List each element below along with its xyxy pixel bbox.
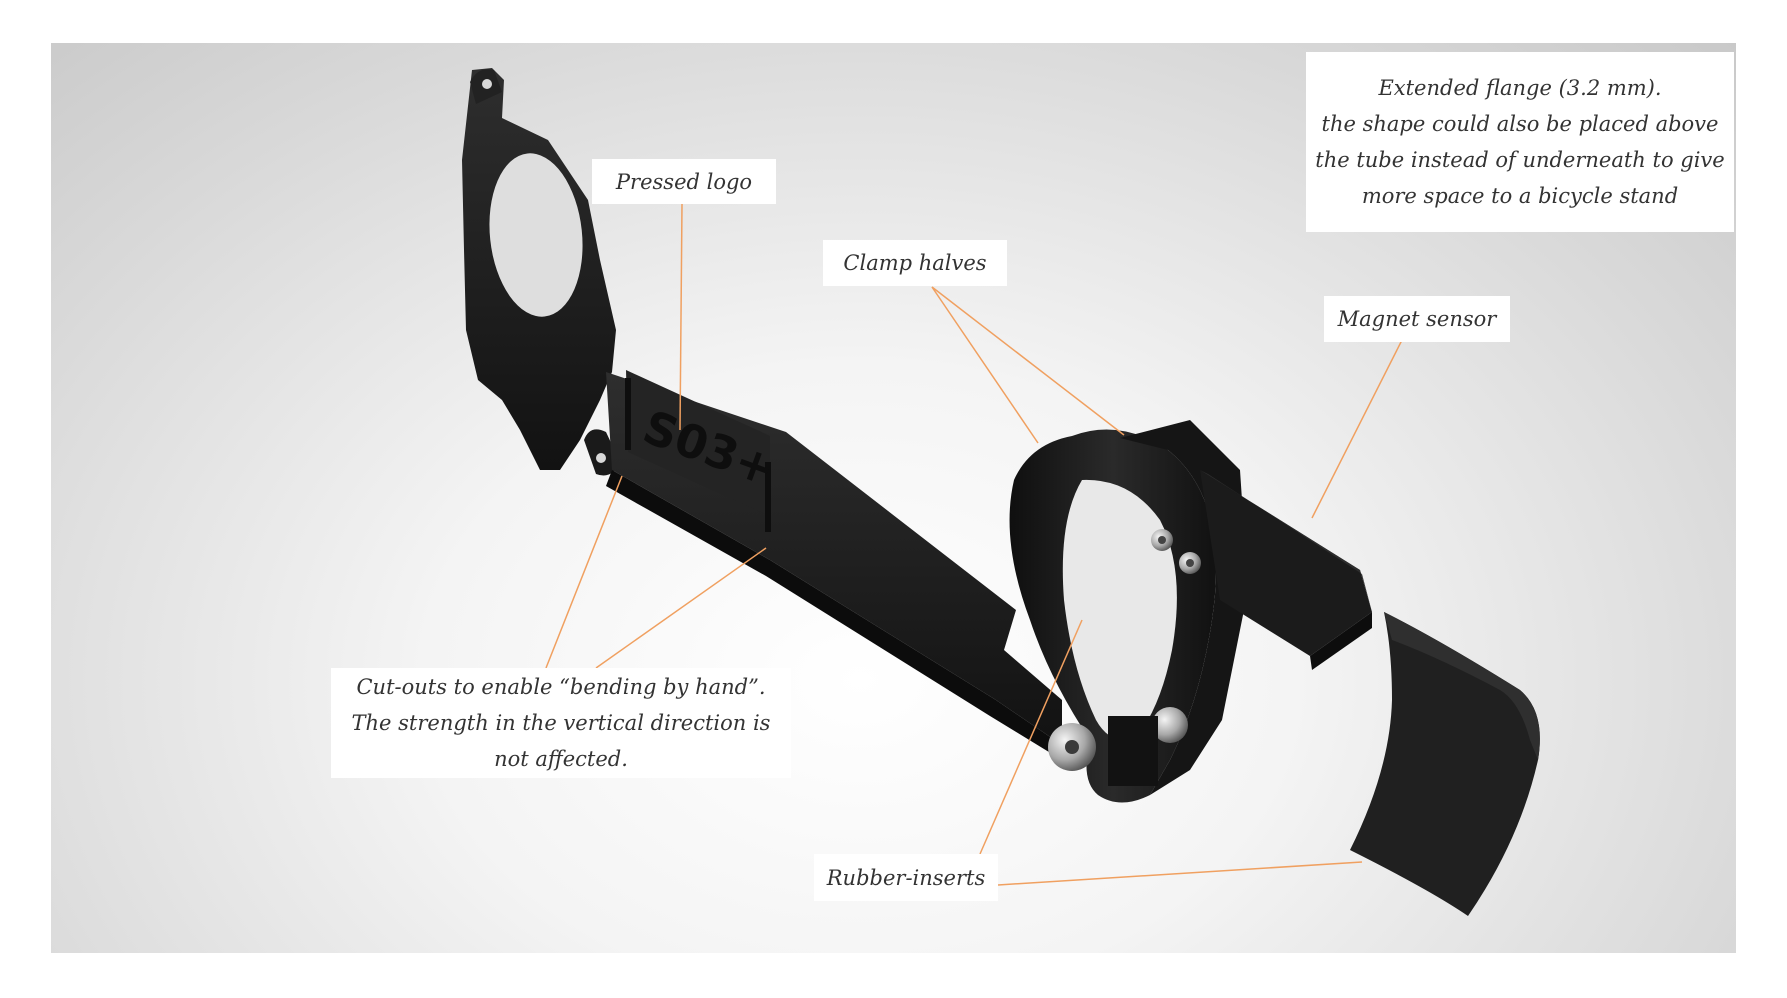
flange-line-1: Extended flange (3.2 mm).	[1378, 76, 1662, 100]
callout-rubber-inserts-label: Rubber-inserts	[826, 865, 986, 890]
clamp-opening	[1062, 479, 1177, 741]
callout-cutouts: Cut-outs to enable “bending by hand”. Th…	[331, 668, 791, 778]
magnet-sensor-block	[1200, 470, 1372, 656]
cutouts-line-3: not affected.	[494, 747, 628, 771]
callout-extended-flange: Extended flange (3.2 mm). the shape coul…	[1306, 52, 1734, 232]
leader-cutouts-1	[545, 475, 623, 669]
callout-magnet-sensor: Magnet sensor	[1324, 296, 1510, 342]
flange-line-2: the shape could also be placed above	[1321, 112, 1719, 136]
flange-line-4: more space to a bicycle stand	[1361, 184, 1679, 208]
leader-lines	[545, 203, 1403, 886]
leader-rubber-2	[997, 861, 1363, 886]
callout-pressed-logo-label: Pressed logo	[615, 169, 753, 194]
callout-clamp-halves: Clamp halves	[823, 240, 1007, 286]
callout-pressed-logo: Pressed logo	[592, 159, 776, 204]
callout-clamp-halves-label: Clamp halves	[843, 251, 987, 275]
mounting-hole	[489, 153, 583, 317]
flange-line-3: the tube instead of underneath to give	[1315, 148, 1725, 172]
rubber-insert	[1350, 612, 1540, 916]
cutouts-line-2: The strength in the vertical direction i…	[351, 711, 771, 735]
leader-cutouts-2	[595, 547, 767, 669]
callout-rubber-inserts: Rubber-inserts	[814, 854, 998, 901]
callout-magnet-sensor-label: Magnet sensor	[1337, 307, 1497, 331]
leader-clamp-1	[931, 286, 1039, 444]
leader-clamp-2	[931, 286, 1125, 436]
leader-magnet	[1311, 339, 1403, 519]
leader-pressed-logo	[679, 203, 683, 431]
clamp-bolt-2	[1152, 707, 1188, 743]
leader-rubber-1	[979, 619, 1083, 855]
logo-recess	[626, 370, 770, 516]
lower-tab	[584, 429, 620, 476]
cutouts-line-1: Cut-outs to enable “bending by hand”.	[356, 675, 766, 699]
